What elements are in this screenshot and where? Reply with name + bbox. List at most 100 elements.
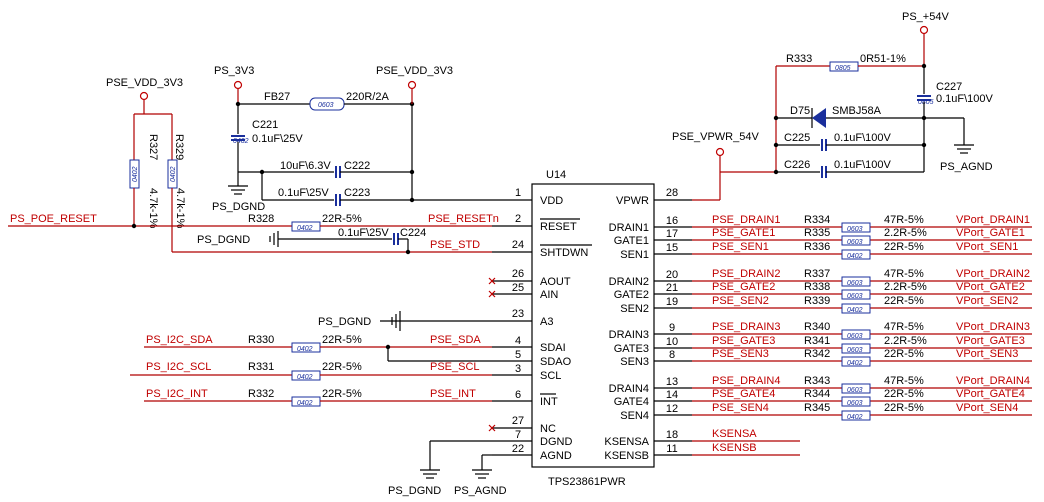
pin-a3: 23 A3 xyxy=(492,308,553,328)
pin-shtdwn: 24 SHTDWN xyxy=(492,239,592,259)
pin-nc: 27 NC xyxy=(492,415,556,435)
vdd-filter: PS_3V3 FB27 0603 220R/2A PSE_VDD_3V3 040… xyxy=(212,65,492,213)
svg-text:R342: R342 xyxy=(804,348,830,360)
svg-text:DGND: DGND xyxy=(540,436,572,448)
svg-text:0.1uF\100V: 0.1uF\100V xyxy=(834,159,892,171)
svg-text:VPort_GATE3: VPort_GATE3 xyxy=(956,335,1025,347)
svg-text:22R-5%: 22R-5% xyxy=(884,295,924,307)
port-row: PSE_DRAIN1 R334 0603 47R-5% VPort_DRAIN1 xyxy=(692,214,1032,233)
svg-text:22R-5%: 22R-5% xyxy=(884,348,924,360)
svg-text:0.1uF\100V: 0.1uF\100V xyxy=(834,132,892,144)
svg-text:22R-5%: 22R-5% xyxy=(884,402,924,414)
svg-text:3: 3 xyxy=(515,363,521,375)
svg-text:PSE_GATE2: PSE_GATE2 xyxy=(712,281,775,293)
svg-text:PS_3V3: PS_3V3 xyxy=(214,65,254,77)
svg-text:47R-5%: 47R-5% xyxy=(884,375,924,387)
pullup-section: PSE_VDD_3V3 0402 R327 4.7k-1% 0402 R329 … xyxy=(106,77,186,252)
svg-text:0402: 0402 xyxy=(847,253,863,260)
svg-text:VPort_SEN2: VPort_SEN2 xyxy=(956,295,1018,307)
svg-text:22R-5%: 22R-5% xyxy=(322,213,362,225)
svg-text:6: 6 xyxy=(515,389,521,401)
svg-text:GATE3: GATE3 xyxy=(614,343,649,355)
svg-text:0603: 0603 xyxy=(318,102,334,109)
svg-text:PS_DGND: PS_DGND xyxy=(197,234,250,246)
svg-text:0402: 0402 xyxy=(847,307,863,314)
net-label-pse-vdd-left: PSE_VDD_3V3 xyxy=(106,77,183,89)
svg-text:0.1uF\25V: 0.1uF\25V xyxy=(338,227,389,239)
svg-text:0603: 0603 xyxy=(847,387,863,394)
svg-text:R336: R336 xyxy=(804,241,830,253)
svg-text:GATE1: GATE1 xyxy=(614,235,649,247)
svg-text:2.2R-5%: 2.2R-5% xyxy=(884,227,927,239)
svg-text:R327: R327 xyxy=(147,134,159,160)
svg-text:PSE_DRAIN4: PSE_DRAIN4 xyxy=(712,375,780,387)
svg-text:PS_DGND: PS_DGND xyxy=(318,316,371,328)
svg-text:0402: 0402 xyxy=(847,360,863,367)
port-row: PSE_DRAIN3 R340 0603 47R-5% VPort_DRAIN3 xyxy=(692,321,1032,340)
svg-text:SMBJ58A: SMBJ58A xyxy=(832,105,882,117)
svg-text:PSE_DRAIN1: PSE_DRAIN1 xyxy=(712,214,780,226)
svg-text:47R-5%: 47R-5% xyxy=(884,268,924,280)
chip-left-pins: 1 VDD 2 RESET 24 SHTDWN 26 AOUT 25 AIN 2… xyxy=(492,187,592,462)
port-row: PSE_SEN1 R336 0402 22R-5% VPort_SEN1 xyxy=(692,241,1032,260)
svg-text:DRAIN2: DRAIN2 xyxy=(609,276,649,288)
port-row: PSE_GATE4 R344 0603 22R-5% VPort_GATE4 xyxy=(692,388,1032,407)
pin-sen4: 12 SEN4 xyxy=(620,403,692,422)
svg-text:47R-5%: 47R-5% xyxy=(884,214,924,226)
svg-text:VDD: VDD xyxy=(540,195,563,207)
port-row: PSE_SEN4 R345 0402 22R-5% VPort_SEN4 xyxy=(692,402,1032,421)
pin-gate3: 10 GATE3 xyxy=(614,336,692,355)
svg-text:15: 15 xyxy=(666,242,678,254)
svg-text:23: 23 xyxy=(512,308,524,320)
svg-text:24: 24 xyxy=(512,239,524,251)
svg-text:VPort_SEN3: VPort_SEN3 xyxy=(956,348,1018,360)
pin-agnd: 22 AGND xyxy=(492,443,572,462)
svg-text:27: 27 xyxy=(512,415,524,427)
pin-vpwr: 28 VPWR xyxy=(616,187,692,207)
svg-text:KSENSA: KSENSA xyxy=(712,428,757,440)
bottom-grounds: PS_DGND PS_AGND xyxy=(388,440,507,497)
svg-text:1: 1 xyxy=(515,187,521,199)
svg-text:PSE_SDA: PSE_SDA xyxy=(430,334,481,346)
svg-text:VPort_GATE2: VPort_GATE2 xyxy=(956,281,1025,293)
pin-gate2: 21 GATE2 xyxy=(614,282,692,301)
svg-text:10: 10 xyxy=(666,336,678,348)
svg-text:VPort_GATE4: VPort_GATE4 xyxy=(956,388,1025,400)
pin-dgnd: 7 DGND xyxy=(492,429,572,448)
svg-text:PS_I2C_SDA: PS_I2C_SDA xyxy=(146,334,213,346)
svg-text:PSE_RESETn: PSE_RESETn xyxy=(428,213,499,225)
svg-text:R343: R343 xyxy=(804,375,830,387)
svg-text:SEN2: SEN2 xyxy=(620,303,649,315)
svg-text:DRAIN1: DRAIN1 xyxy=(609,222,649,234)
svg-text:PS_POE_RESET: PS_POE_RESET xyxy=(10,213,97,225)
port-row: PSE_GATE1 R335 0603 2.2R-5% VPort_GATE1 xyxy=(692,227,1032,246)
pin-vdd: 1 VDD xyxy=(492,187,563,207)
svg-text:PS_AGND: PS_AGND xyxy=(454,485,507,497)
svg-text:11: 11 xyxy=(666,443,677,455)
pin-sdai: 4 SDAI xyxy=(492,335,566,354)
svg-text:8: 8 xyxy=(669,349,675,361)
svg-text:VPort_DRAIN1: VPort_DRAIN1 xyxy=(956,214,1030,226)
svg-text:22R-5%: 22R-5% xyxy=(322,361,362,373)
svg-text:PSE_DRAIN3: PSE_DRAIN3 xyxy=(712,321,780,333)
svg-text:22R-5%: 22R-5% xyxy=(884,388,924,400)
svg-text:4.7k-1%: 4.7k-1% xyxy=(174,188,186,229)
svg-text:R330: R330 xyxy=(248,334,274,346)
svg-text:20: 20 xyxy=(666,269,678,281)
svg-text:AGND: AGND xyxy=(540,450,572,462)
pin-sen2: 19 SEN2 xyxy=(620,296,692,315)
svg-text:GATE4: GATE4 xyxy=(614,396,649,408)
svg-text:R333: R333 xyxy=(786,53,812,65)
svg-text:C221: C221 xyxy=(252,119,278,131)
svg-text:0805: 0805 xyxy=(835,65,851,72)
svg-text:SDAO: SDAO xyxy=(540,356,572,368)
svg-text:R344: R344 xyxy=(804,388,830,400)
svg-text:PS_DGND: PS_DGND xyxy=(388,485,441,497)
svg-text:VPort_DRAIN2: VPort_DRAIN2 xyxy=(956,268,1030,280)
svg-text:0603: 0603 xyxy=(847,400,863,407)
svg-text:VPWR: VPWR xyxy=(616,195,649,207)
svg-text:0603: 0603 xyxy=(847,347,863,354)
i2c-section: PS_I2C_SDA R330 0402 22R-5% PSE_SDA PS_I… xyxy=(130,334,492,407)
pin-gate1: 17 GATE1 xyxy=(614,228,692,247)
svg-text:R345: R345 xyxy=(804,402,830,414)
